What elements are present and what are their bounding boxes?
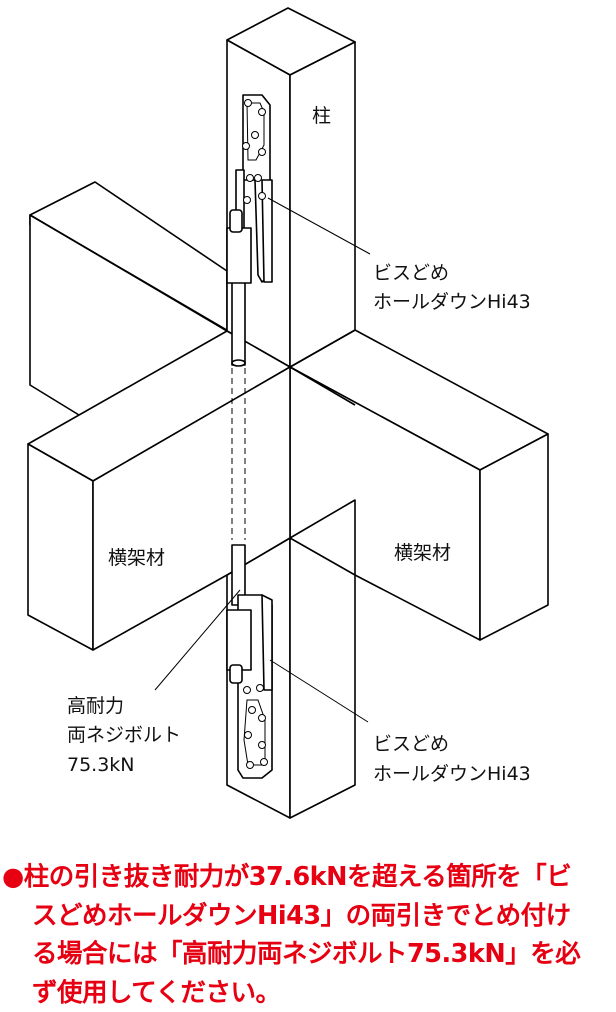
joint-diagram: 柱 ビスどめ ホールダウンHi43 横架材 横架材 高耐力 両ネジボルト 75.… [0,0,616,850]
beam-left-label: 横架材 [108,547,165,569]
note-line-4: ず使用してください。 [2,974,616,1012]
usage-note: ●柱の引き抜き耐力が37.6kNを超える箇所を「ビ スどめホールダウンHi43」… [2,858,616,1012]
bolt-label-line2: 両ネジボルト [67,724,181,746]
upper-hardware-label-line2: ホールダウンHi43 [373,291,531,313]
note-line-3: る場合には「高耐力両ネジボルト75.3kN」を必 [2,935,616,974]
upper-hardware-label-line1: ビスどめ [373,262,449,284]
note-text: 柱の引き抜き耐力が37.6kNを超える箇所を「ビ [24,862,571,892]
beam-right-label: 横架材 [394,542,451,564]
lower-hardware-label-line2: ホールダウンHi43 [373,763,531,785]
lower-hardware-label-line1: ビスどめ [373,733,449,755]
bolt-label-line1: 高耐力 [67,695,124,717]
bullet-icon: ● [2,862,24,892]
note-line-1: ●柱の引き抜き耐力が37.6kNを超える箇所を「ビ [2,858,616,897]
column-label: 柱 [312,105,331,127]
bolt-label-line3: 75.3kN [67,754,135,776]
note-line-2: スどめホールダウンHi43」の両引きでとめ付け [2,897,616,936]
